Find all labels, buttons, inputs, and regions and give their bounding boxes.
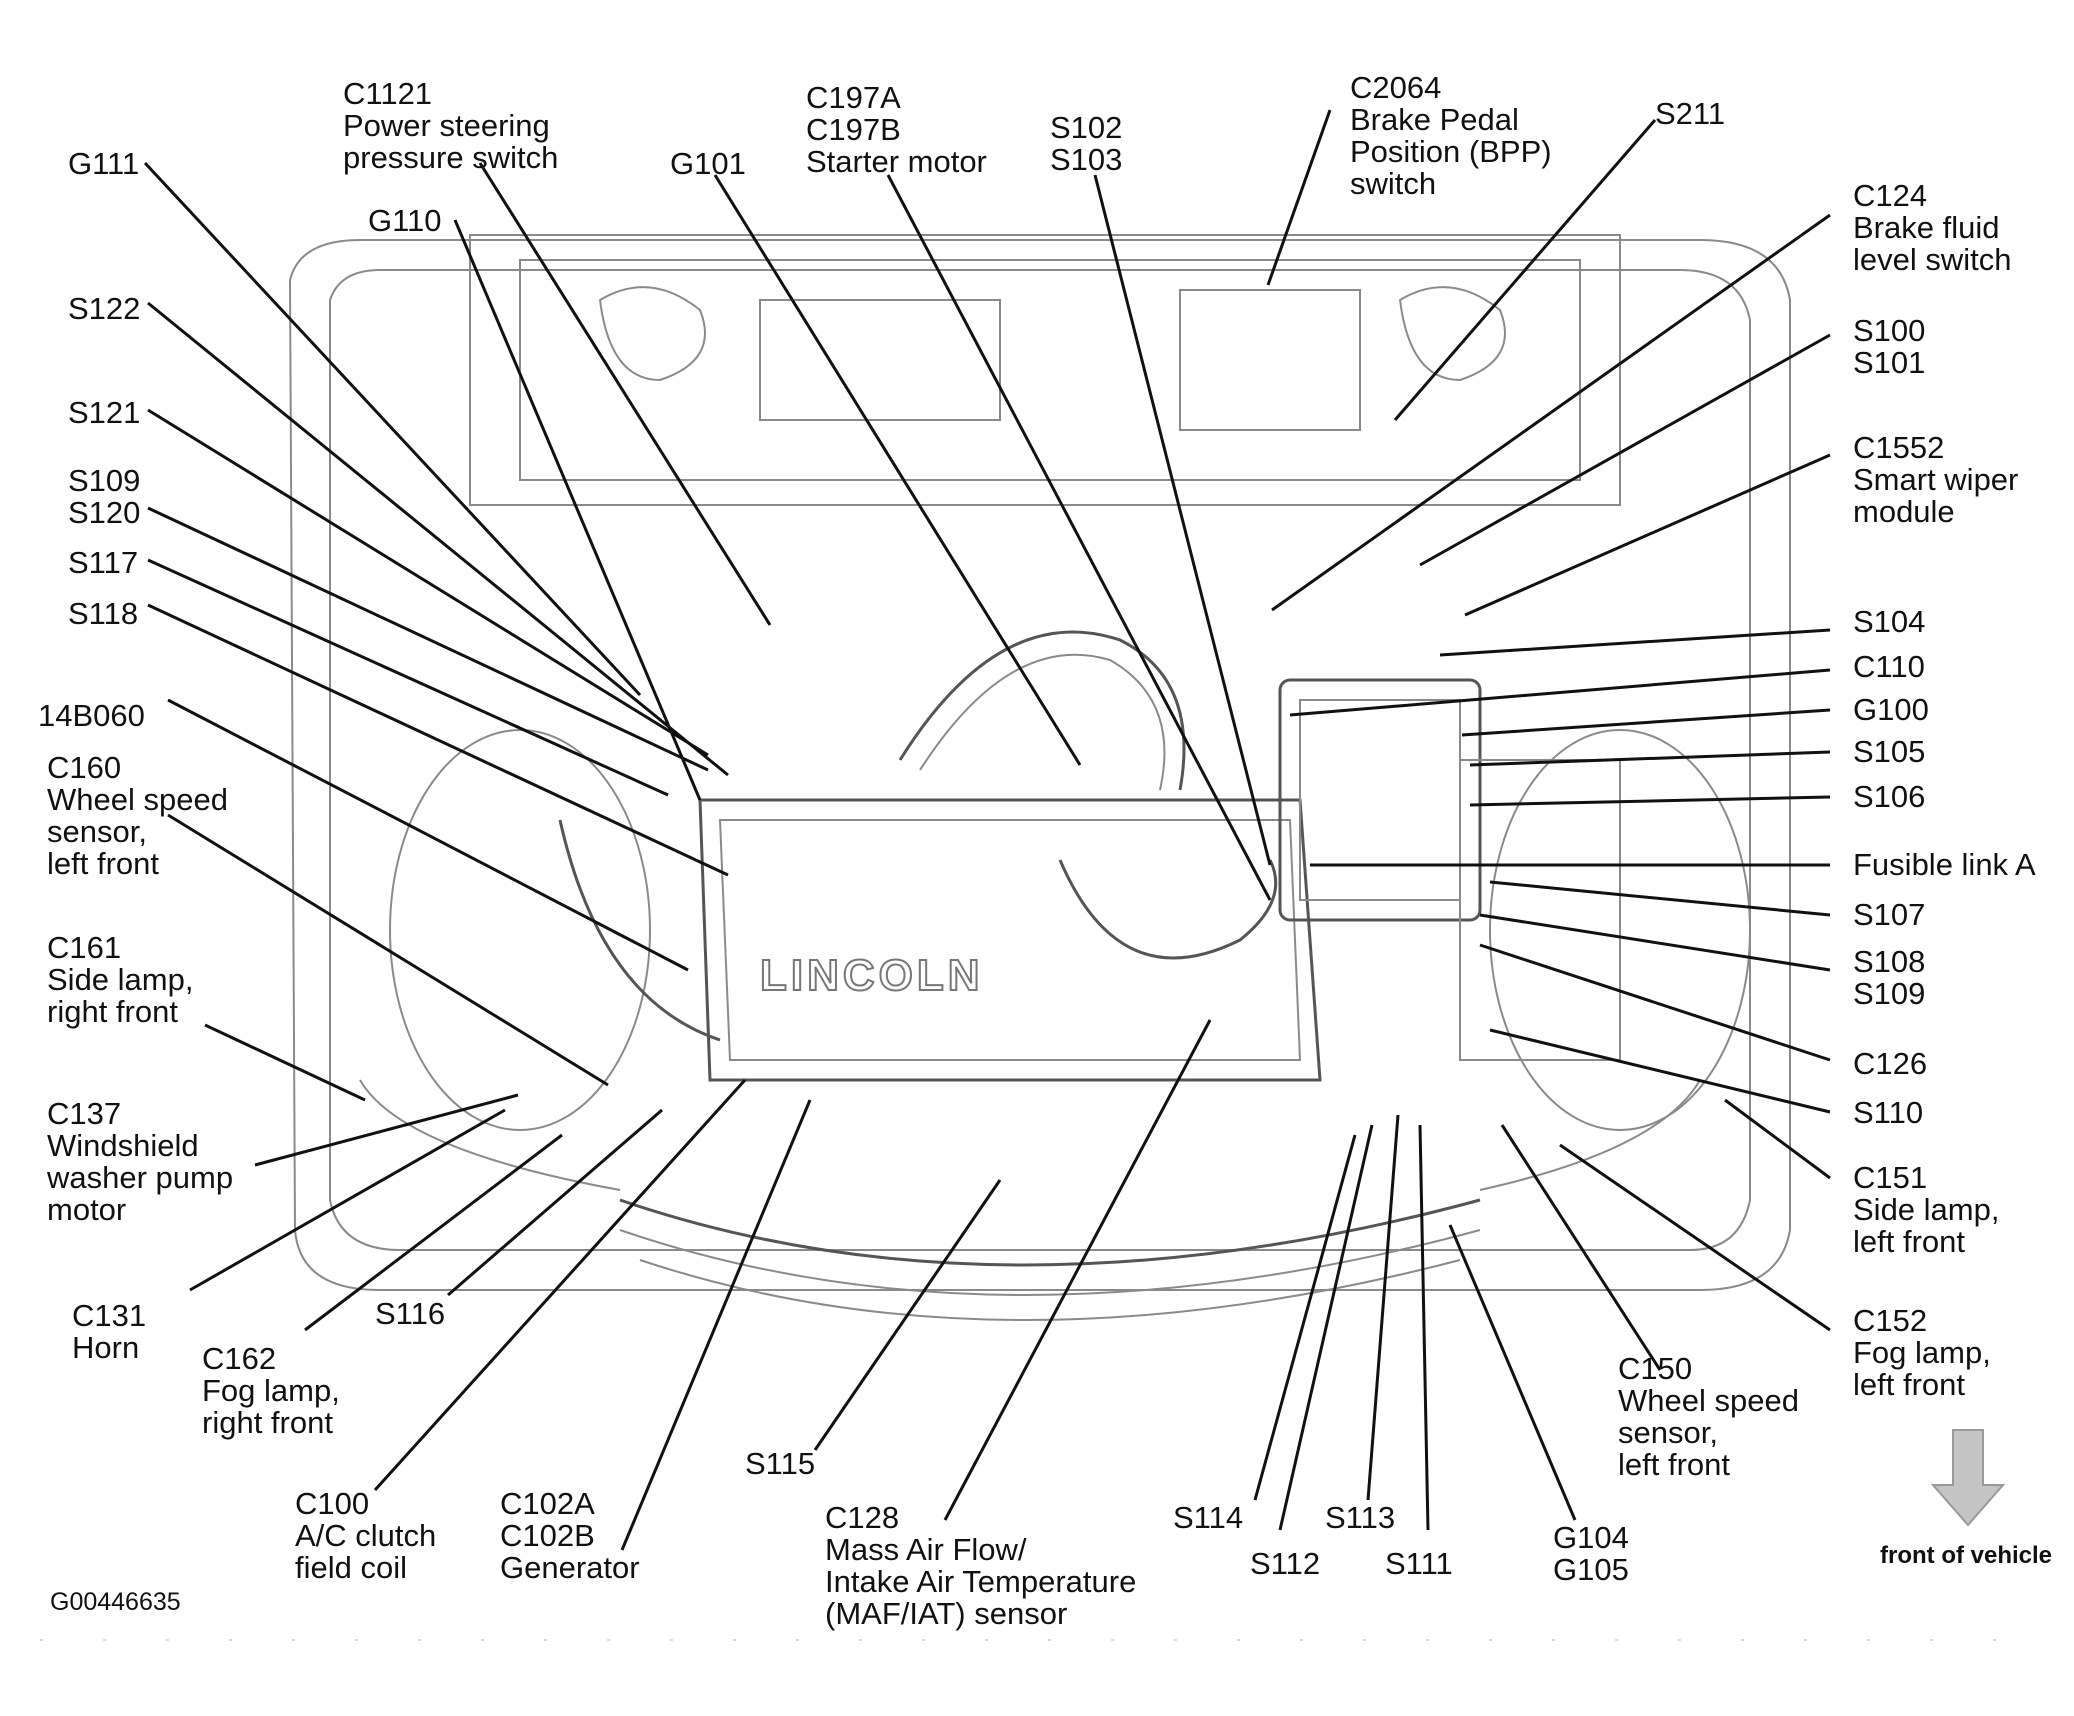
- callout-14b060: 14B060: [38, 698, 145, 733]
- callout-s113: S113: [1325, 1500, 1396, 1535]
- callout-s104: S104: [1853, 604, 1926, 639]
- callout-s110: S110: [1853, 1095, 1924, 1130]
- figure-id: G00446635: [50, 1588, 181, 1616]
- engine-badge: LINCOLN: [760, 951, 984, 1000]
- callout-s105: S105: [1853, 734, 1926, 769]
- leader-lines: [143, 109, 1831, 1551]
- callout-s117: S117: [68, 545, 139, 580]
- callout-s106: S106: [1853, 779, 1926, 814]
- engine-bay-outline: [288, 234, 1791, 1321]
- callout-s211: S211: [1655, 96, 1726, 131]
- callout-c126: C126: [1853, 1046, 1928, 1081]
- callout-s114: S114: [1173, 1500, 1244, 1535]
- callout-s115: S115: [745, 1446, 816, 1481]
- callout-s111: S111: [1385, 1546, 1453, 1581]
- callout-s116: S116: [375, 1296, 446, 1331]
- callout-c110: C110: [1853, 649, 1925, 684]
- front-of-vehicle-label: front of vehicle: [1880, 1542, 2053, 1569]
- callout-g111: G111: [68, 146, 140, 181]
- callout-s122: S122: [68, 291, 141, 326]
- callout-s112: S112: [1250, 1546, 1321, 1581]
- callout-s107: S107: [1853, 897, 1926, 932]
- front-arrow-icon: [1930, 1429, 2006, 1527]
- callout-g110: G110: [368, 203, 442, 238]
- callout-s118: S118: [68, 596, 139, 631]
- callout-fusible-link-a: Fusible link A: [1853, 847, 2036, 882]
- callout-g101: G101: [670, 146, 746, 181]
- callout-s121: S121: [68, 395, 141, 430]
- callout-g100: G100: [1853, 692, 1929, 727]
